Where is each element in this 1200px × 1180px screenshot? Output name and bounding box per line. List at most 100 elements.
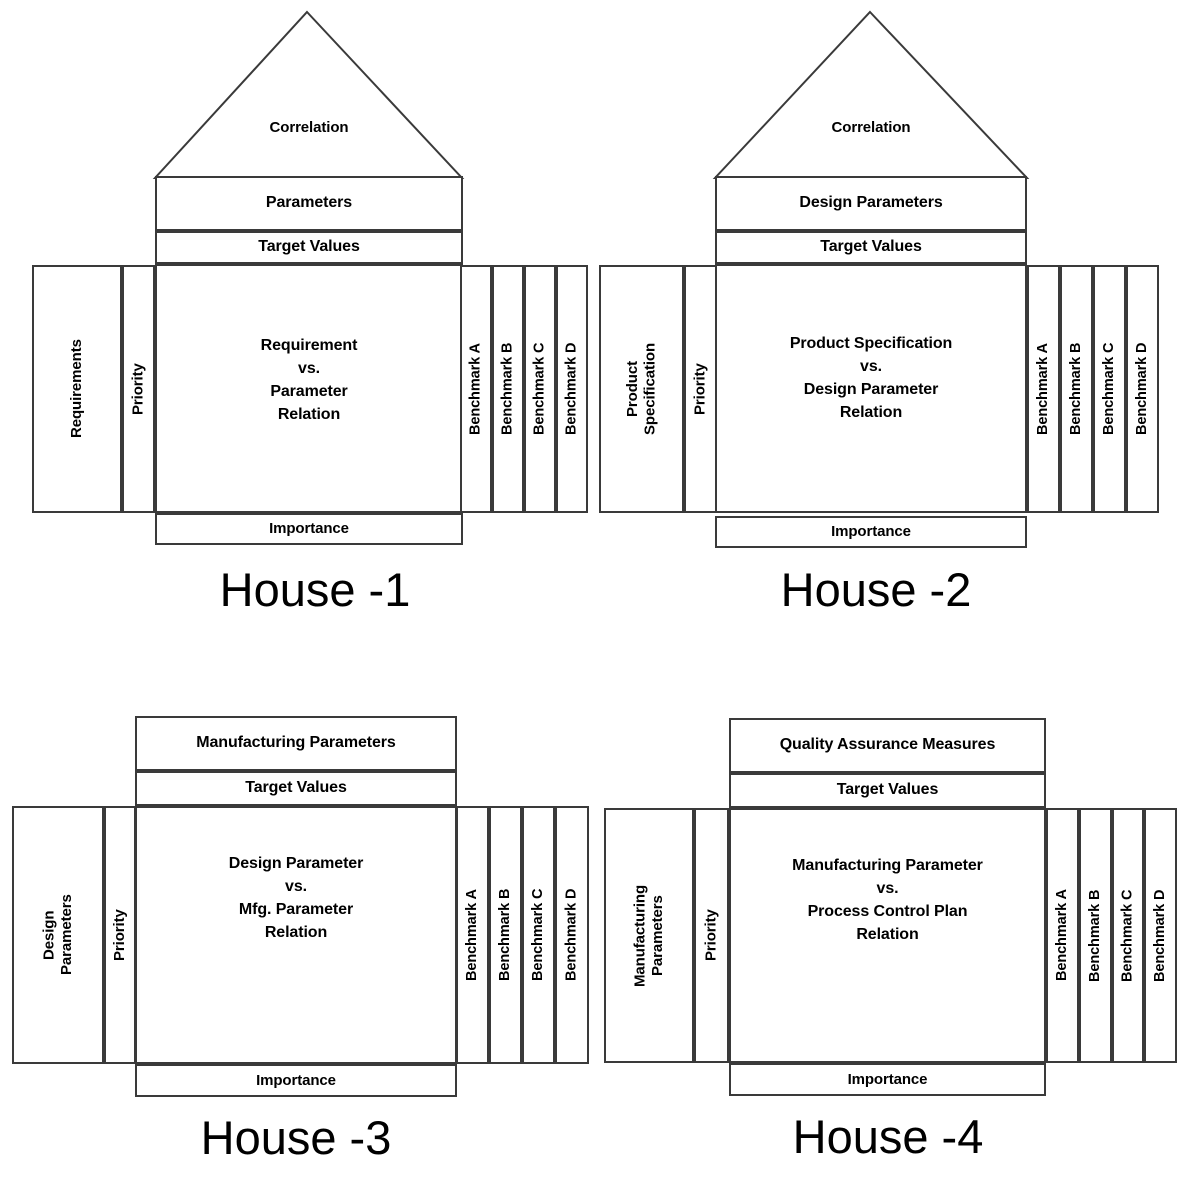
house-1-target-values-row <box>155 231 463 264</box>
house-4-relation-line-3: Process Control Plan <box>807 903 968 920</box>
house-3-manufacturing-parameters-label: Manufacturing Parameters <box>196 734 396 752</box>
house-3-benchmark-a-column <box>456 806 489 1064</box>
house-4-target-values-row <box>729 773 1046 808</box>
house-1-correlation-label: Correlation <box>269 119 349 137</box>
house-1-priority-column <box>122 265 155 513</box>
house-4-relation-line-1: Manufacturing Parameter <box>792 856 983 874</box>
house-2-design-parameters-row <box>715 176 1027 231</box>
house-2-priority-label: Priority <box>691 363 709 415</box>
house-3-benchmark-d-column <box>555 806 589 1064</box>
house-2-relation-matrix <box>715 264 1027 513</box>
house-3-target-values-label: Target Values <box>245 779 347 797</box>
house-2-target-values-label: Target Values <box>820 238 922 256</box>
house-3-benchmark-d-label: Benchmark D <box>563 888 580 982</box>
house-3-benchmark-b-label: Benchmark B <box>496 888 513 982</box>
house-1-parameters-label: Parameters <box>265 194 353 212</box>
house-2-benchmark-a-label: Benchmark A <box>1034 343 1051 435</box>
house-4-benchmark-d-label: Benchmark D <box>1151 889 1168 982</box>
house-1-relation-line-1: Requirement <box>260 336 358 354</box>
house-3-relation-line-1: Design Parameter <box>228 854 364 872</box>
house-1-benchmark-b-label: Benchmark B <box>499 342 516 436</box>
house-3-benchmark-c-label: Benchmark C <box>529 888 546 982</box>
house-1-requirements-column <box>32 265 122 513</box>
house-4-quality-assurance-row <box>729 718 1046 773</box>
house-3-relation-line-2: vs. <box>285 877 307 895</box>
house-3-importance-label: Importance <box>256 1071 336 1089</box>
house-2-benchmark-d-label: Benchmark D <box>1133 342 1150 436</box>
house-2-relation-line-3: Design Parameter <box>803 381 939 398</box>
house-4-benchmark-c-column <box>1112 808 1144 1063</box>
house-4-quality-assurance-label: Quality Assurance Measures <box>779 736 996 754</box>
house-2-benchmark-c-label: Benchmark C <box>1100 342 1117 436</box>
house-2-relation-line-1: Product Specification <box>789 334 953 352</box>
house-3-relation-text: Design Parameter vs. Mfg. Parameter Rela… <box>137 848 455 948</box>
house-1-benchmark-a-label: Benchmark A <box>467 343 484 435</box>
house-1-benchmark-c-column <box>524 265 556 513</box>
house-2-target-values-row <box>715 231 1027 264</box>
house-1-title: House -1 <box>219 563 411 616</box>
house-2-product-specification-label: Product Specification <box>623 342 659 436</box>
house-4-importance-label: Importance <box>847 1070 928 1088</box>
house-4-benchmark-d-column <box>1144 808 1177 1063</box>
house-2-benchmark-b-label: Benchmark B <box>1067 342 1084 436</box>
house-1-relation-line-4: Relation <box>277 406 341 424</box>
house-1-relation-matrix <box>155 264 463 513</box>
house-4-relation-line-4: Relation <box>856 926 919 944</box>
house-1-importance-row <box>155 513 463 545</box>
house-2-design-parameters-label: Design Parameters <box>799 194 943 212</box>
house-3-importance-row <box>135 1064 457 1097</box>
house-2-importance-label: Importance <box>831 523 911 541</box>
house-1-benchmark-d-label: Benchmark D <box>563 342 580 436</box>
house-2-benchmark-a-column <box>1027 265 1060 513</box>
house-4-benchmark-b-label: Benchmark B <box>1086 889 1103 982</box>
house-4-relation-text: Manufacturing Parameter vs. Process Cont… <box>731 850 1044 950</box>
house-2-benchmark-c-column <box>1093 265 1126 513</box>
house-1-relation-line-3: Parameter <box>270 383 348 400</box>
house-1-benchmark-b-column <box>492 265 524 513</box>
house-3-manufacturing-parameters-row <box>135 716 457 771</box>
house-4-manufacturing-parameters-column <box>604 808 694 1063</box>
house-4-benchmark-a-column <box>1046 808 1079 1063</box>
house-1-roof <box>150 6 470 182</box>
house-4-title: House -4 <box>792 1110 984 1163</box>
house-1-relation-line-2: vs. <box>298 359 320 377</box>
house-2-product-specification-column <box>599 265 684 513</box>
house-2-correlation-label: Correlation <box>831 119 911 137</box>
house-2-priority-column <box>684 265 717 513</box>
house-2-relation-line-2: vs. <box>860 357 882 375</box>
house-3-title: House -3 <box>200 1111 392 1164</box>
house-4-importance-row <box>729 1063 1046 1096</box>
house-3-benchmark-c-column <box>522 806 555 1064</box>
house-2-title: House -2 <box>780 563 972 616</box>
house-4-benchmark-c-label: Benchmark C <box>1119 889 1136 982</box>
house-1-requirements-label: Requirements <box>68 339 86 439</box>
house-3-benchmark-a-label: Benchmark A <box>463 889 480 981</box>
house-2-benchmark-d-column <box>1126 265 1159 513</box>
house-4-manufacturing-parameters-label: Manufacturing Parameters <box>631 884 666 987</box>
house-1-target-values-label: Target Values <box>258 238 360 256</box>
house-2-importance-row <box>715 516 1027 548</box>
house-2-benchmark-b-column <box>1060 265 1093 513</box>
house-1-priority-label: Priority <box>129 363 147 415</box>
house-3-target-values-row <box>135 771 457 806</box>
house-4-relation-line-2: vs. <box>876 879 899 897</box>
house-2-relation-text: Product Specification vs. Design Paramet… <box>717 328 1025 428</box>
house-3-relation-matrix <box>135 806 457 1064</box>
house-4-target-values-label: Target Values <box>836 781 939 799</box>
house-1-relation-text: Requirement vs. Parameter Relation <box>157 330 461 430</box>
house-3-benchmark-b-column <box>489 806 522 1064</box>
house-4-relation-matrix <box>729 808 1046 1063</box>
house-1-benchmark-c-label: Benchmark C <box>531 342 548 436</box>
house-4-priority-column <box>694 808 729 1063</box>
house-3-relation-line-4: Relation <box>264 924 328 942</box>
house-3-design-parameters-column <box>12 806 104 1064</box>
house-2-roof <box>710 6 1035 182</box>
house-1-importance-label: Importance <box>269 520 349 538</box>
house-4-benchmark-b-column <box>1079 808 1112 1063</box>
house-1-benchmark-a-column <box>460 265 492 513</box>
house-4-priority-label: Priority <box>702 909 720 962</box>
house-4-benchmark-a-label: Benchmark A <box>1053 889 1070 982</box>
house-1-benchmark-d-column <box>556 265 588 513</box>
house-2-relation-line-4: Relation <box>839 404 903 422</box>
